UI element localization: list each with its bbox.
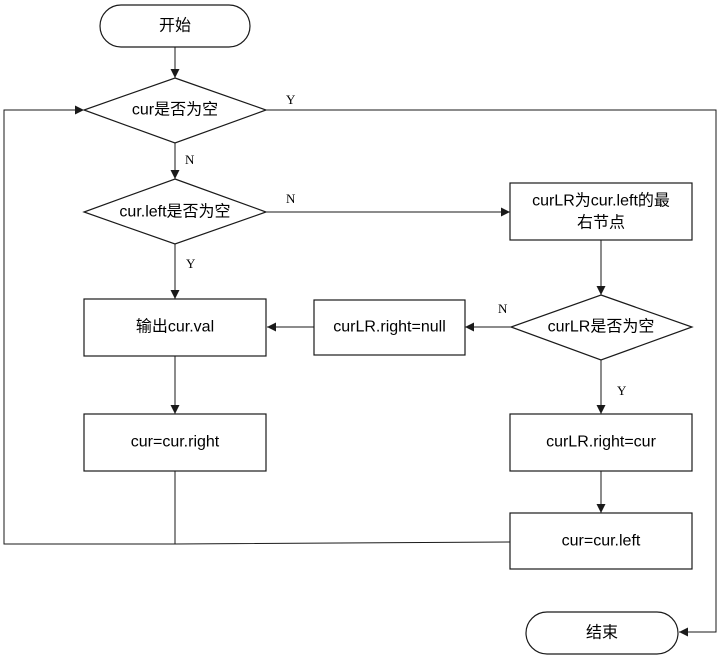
end-node-label: 结束 <box>586 624 618 642</box>
process-set-right-cur-label: curLR.right=cur <box>546 434 656 451</box>
edge-label-cur-null-no: N <box>185 152 195 167</box>
process-set-right-cur <box>509 413 693 472</box>
edge-label-cur-null-yes: Y <box>286 92 296 107</box>
decision-cur-null-label: cur是否为空 <box>132 101 218 119</box>
end-node <box>525 611 679 655</box>
edge-label-left-null-no: N <box>286 191 296 206</box>
process-find-curlr-label-line2: 右节点 <box>577 214 625 232</box>
edge-cur-null-yes-to-end <box>266 109 717 637</box>
process-move-right-label: cur=cur.right <box>131 434 220 451</box>
edge-loop-back-to-cur-null <box>3 105 512 545</box>
start-node <box>99 4 251 48</box>
process-output <box>83 298 267 357</box>
process-move-right <box>83 413 267 472</box>
decision-curlr-null-label: curLR是否为空 <box>548 318 655 336</box>
process-move-left <box>509 512 693 570</box>
process-set-right-null-label: curLR.right=null <box>333 319 446 336</box>
process-move-left-label: cur=cur.left <box>562 533 641 550</box>
edge-label-curlr-null-yes: Y <box>617 383 627 398</box>
start-node-label: 开始 <box>159 17 191 35</box>
process-find-curlr <box>509 182 693 241</box>
decision-left-null <box>82 178 268 245</box>
decision-left-null-label: cur.left是否为空 <box>119 203 230 221</box>
process-find-curlr-label-line1: curLR为cur.left的最 <box>532 192 670 210</box>
decision-cur-null <box>82 77 268 144</box>
process-set-right-null <box>313 299 466 356</box>
edge-label-curlr-null-no: N <box>498 301 508 316</box>
decision-curlr-null <box>509 294 694 361</box>
edge-label-left-null-yes: Y <box>186 256 196 271</box>
process-output-label: 输出cur.val <box>136 318 214 336</box>
